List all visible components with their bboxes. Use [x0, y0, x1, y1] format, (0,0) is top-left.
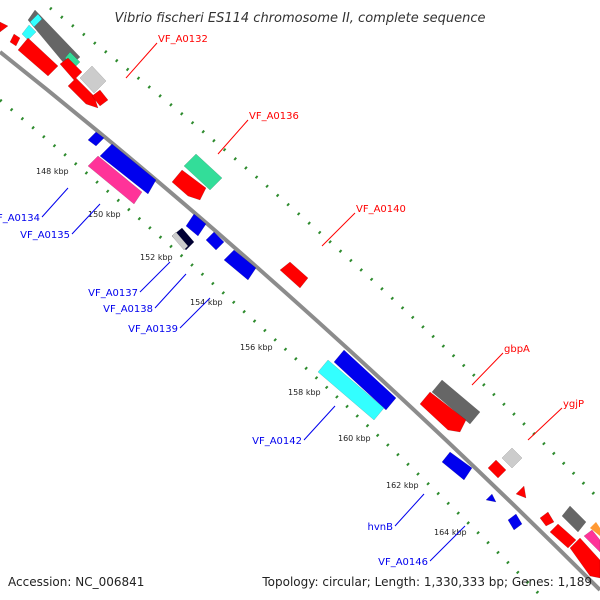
leader-line-vf-a0146 [429, 525, 466, 562]
gene-feature-light-grey [501, 447, 523, 469]
leader-line-vf-a0137 [139, 261, 171, 293]
leader-line-vf-a0135 [71, 203, 101, 235]
leader-line-gbpa [471, 352, 504, 386]
gene-feature-grey [561, 505, 587, 533]
gene-feature-red [487, 459, 507, 479]
leader-line-vf-a0142 [303, 405, 336, 441]
gene-feature-red [569, 537, 600, 579]
gene-feature-red [419, 391, 467, 433]
dotted-guide-outer [49, 6, 600, 502]
gene-feature-red [279, 261, 309, 289]
topology-summary: Topology: circular; Length: 1,330,333 bp… [261, 575, 592, 589]
tick-label-158: 158 kbp [288, 388, 321, 397]
gene-label-vf-a0134: VF_A0134 [0, 213, 40, 224]
gene-feature-orange [590, 522, 600, 536]
gene-feature-blue [185, 213, 207, 237]
gene-feature-blue [99, 143, 157, 195]
leader-line-hvnb [394, 493, 425, 527]
chromosome-backbone [0, 50, 600, 592]
gene-features [0, 9, 600, 579]
gene-label-vf-a0140: VF_A0140 [356, 204, 406, 215]
gene-label-vf-a0135: VF_A0135 [20, 230, 70, 241]
tick-label-152: 152 kbp [140, 253, 173, 262]
gene-feature-light-grey [79, 65, 107, 94]
gene-feature-cyan [21, 24, 37, 41]
gene-label-ygjp: ygjP [563, 399, 584, 410]
tick-label-156: 156 kbp [240, 343, 273, 352]
gene-feature-blue [87, 131, 105, 147]
gene-label-vf-a0138: VF_A0138 [103, 304, 153, 315]
gene-feature-green [183, 153, 223, 191]
tick-label-150: 150 kbp [88, 210, 121, 219]
tick-labels: 148 kbp 150 kbp 152 kbp 154 kbp 156 kbp … [36, 167, 467, 537]
leader-line-vf-a0136 [217, 119, 249, 155]
gene-feature-blue [333, 349, 397, 411]
tick-label-148: 148 kbp [36, 167, 69, 176]
gene-feature-red [0, 21, 9, 33]
map-title: Vibrio fischeri ES114 chromosome II, com… [114, 11, 485, 26]
gene-label-vf-a0137: VF_A0137 [88, 288, 138, 299]
gene-feature-blue [507, 513, 523, 531]
leader-line-ygjp [527, 407, 563, 441]
gene-feature-pink [583, 529, 600, 553]
gene-feature-grey [27, 9, 81, 69]
gene-feature-blue [485, 493, 497, 503]
gene-feature-pink [87, 155, 143, 205]
leader-line-vf-a0132 [125, 42, 158, 79]
gene-feature-red [17, 37, 59, 77]
gene-feature-red [59, 57, 83, 81]
accession-label: Accession: NC_006841 [8, 575, 144, 589]
gene-label-gbpa: gbpA [504, 344, 530, 355]
leader-line-vf-a0140 [321, 212, 356, 247]
gene-feature-red [67, 77, 99, 109]
gene-label-vf-a0132: VF_A0132 [158, 34, 208, 45]
gene-feature-red [9, 33, 21, 47]
gene-feature-red [539, 511, 555, 527]
gene-label-vf-a0146: VF_A0146 [378, 557, 428, 568]
gene-feature-red [549, 523, 577, 549]
gene-feature-red [171, 169, 207, 201]
leader-line-vf-a0134 [41, 187, 69, 218]
tick-label-162: 162 kbp [386, 481, 419, 490]
gene-label-leaders [41, 42, 563, 562]
gene-feature-red [515, 485, 527, 499]
gene-label-hvnb: hvnB [368, 522, 394, 533]
leader-line-vf-a0139 [179, 297, 211, 329]
gene-feature-cyan [29, 13, 43, 28]
gene-label-vf-a0136: VF_A0136 [249, 111, 299, 122]
tick-label-164: 164 kbp [434, 528, 467, 537]
gene-labels: VF_A0132 VF_A0136 VF_A0140 gbpA ygjP VF_… [0, 34, 584, 568]
gene-label-vf-a0142: VF_A0142 [252, 436, 302, 447]
gene-feature-light-grey [171, 231, 189, 251]
tick-label-160: 160 kbp [338, 434, 371, 443]
gene-feature-red [91, 89, 109, 107]
gene-label-vf-a0139: VF_A0139 [128, 324, 178, 335]
gene-feature-blue [223, 249, 257, 281]
gene-feature-blue [205, 231, 225, 251]
tick-label-154: 154 kbp [190, 298, 223, 307]
gene-feature-cyan [317, 359, 385, 421]
gene-feature-blue [441, 451, 473, 481]
leader-line-vf-a0138 [154, 273, 187, 309]
